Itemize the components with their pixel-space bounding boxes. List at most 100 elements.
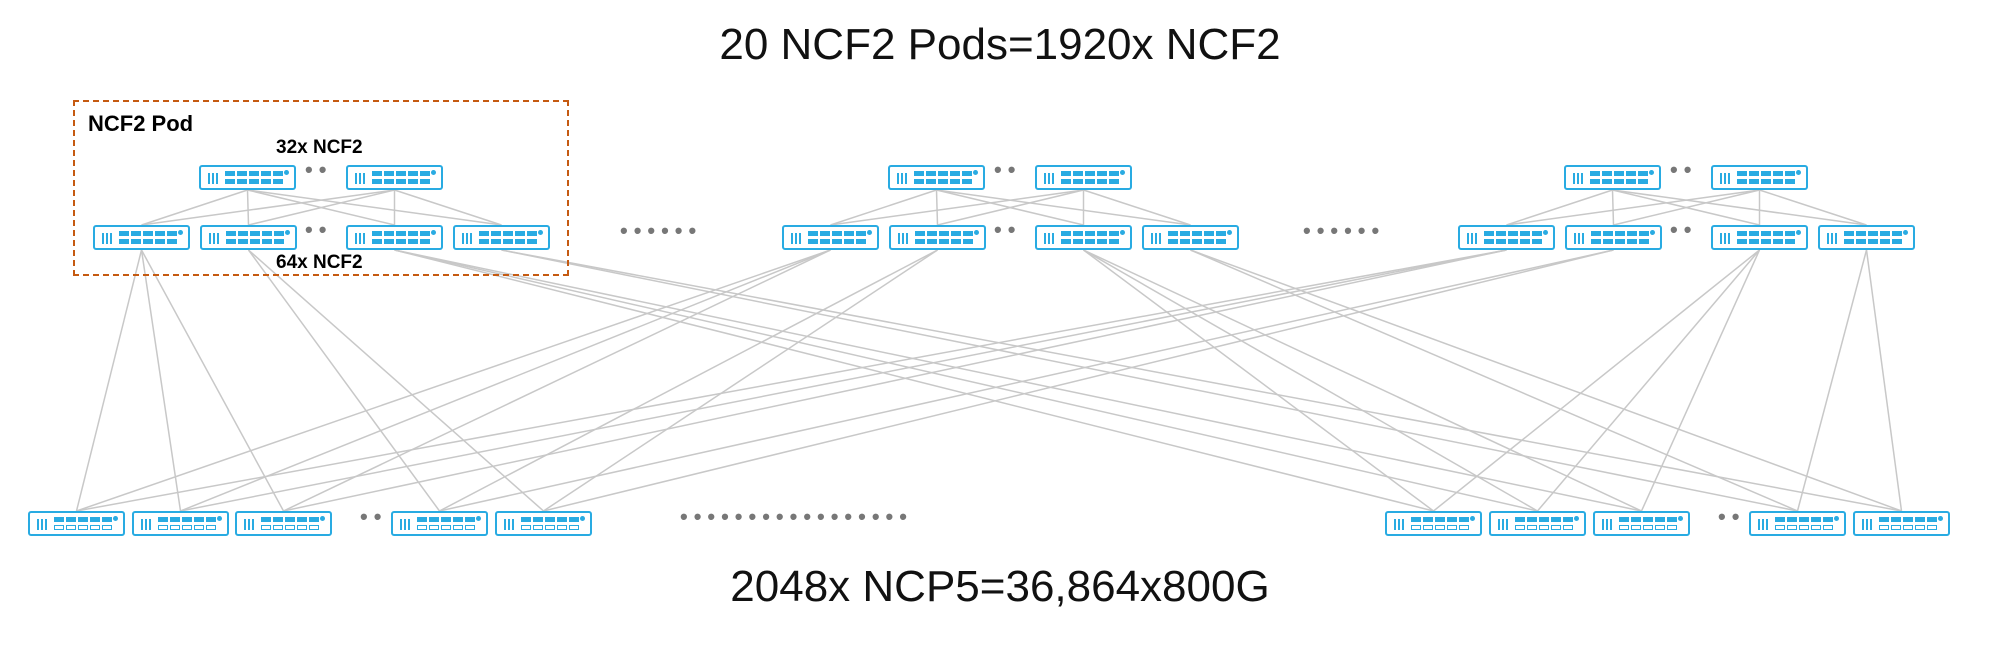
link-line <box>1796 249 1868 512</box>
switch-ports-icon <box>1737 231 1795 244</box>
switch-bars-icon <box>1827 233 1837 244</box>
link-line <box>248 189 395 226</box>
switch-led-icon <box>1543 230 1548 235</box>
leaf-switch <box>1711 225 1808 250</box>
switch-ports-icon <box>1775 517 1833 530</box>
link-line <box>1613 189 1760 226</box>
pod-ellipsis: •••••• <box>620 218 703 243</box>
switch-bars-icon <box>1720 173 1730 184</box>
switch-bars-icon <box>141 519 151 530</box>
leaf-ellipsis: •• <box>994 217 1022 242</box>
switch-ports-icon <box>417 517 475 530</box>
switch-led-icon <box>973 170 978 175</box>
switch-bars-icon <box>897 173 907 184</box>
link-line <box>248 249 544 512</box>
leaf-switch <box>1035 225 1132 250</box>
spine-switch <box>888 165 985 190</box>
switch-bars-icon <box>504 519 514 530</box>
switch-bars-icon <box>1574 233 1584 244</box>
link-line <box>830 189 937 226</box>
link-line <box>1759 189 1867 226</box>
switch-bars-icon <box>102 233 112 244</box>
switch-bars-icon <box>1720 233 1730 244</box>
switch-bars-icon <box>37 519 47 530</box>
switch-bars-icon <box>244 519 254 530</box>
ncp5-switch <box>1593 511 1690 536</box>
link-line <box>543 249 1614 512</box>
switch-led-icon <box>113 516 118 521</box>
link-line <box>439 249 938 512</box>
link-line <box>1083 189 1191 226</box>
link-line <box>1612 189 1867 226</box>
link-line <box>830 189 1084 226</box>
switch-led-icon <box>476 516 481 521</box>
switch-ports-icon <box>1411 517 1469 530</box>
switch-bars-icon <box>462 233 472 244</box>
spine-ellipsis: •• <box>1670 157 1698 182</box>
ncp5-switch <box>495 511 592 536</box>
link-line <box>141 189 395 226</box>
spine-switch <box>1711 165 1808 190</box>
ncp5-switch <box>235 511 332 536</box>
link-line <box>394 249 1434 512</box>
switch-led-icon <box>320 516 325 521</box>
link-line <box>1536 249 1761 512</box>
switch-ports-icon <box>1590 171 1648 184</box>
switch-bars-icon <box>1862 519 1872 530</box>
leaf-switch <box>889 225 986 250</box>
ncp5-switch <box>1385 511 1482 536</box>
switch-bars-icon <box>791 233 801 244</box>
switch-bars-icon <box>1758 519 1768 530</box>
switch-led-icon <box>580 516 585 521</box>
switch-ports-icon <box>808 231 866 244</box>
link-line <box>283 249 1507 512</box>
switch-ports-icon <box>226 231 284 244</box>
link-line <box>1506 189 1760 226</box>
switch-ports-icon <box>372 231 430 244</box>
leaf-switch <box>93 225 190 250</box>
switch-ports-icon <box>1879 517 1937 530</box>
switch-led-icon <box>1227 230 1232 235</box>
switch-ports-icon <box>1515 517 1573 530</box>
link-line <box>394 249 1538 512</box>
link-line <box>394 189 502 226</box>
ncp-ellipsis: •• <box>1718 504 1746 529</box>
spine-ellipsis: •• <box>994 157 1022 182</box>
spine-switch <box>1564 165 1661 190</box>
spine-ellipsis: •• <box>305 157 333 182</box>
switch-led-icon <box>431 170 436 175</box>
switch-bars-icon <box>209 233 219 244</box>
switch-led-icon <box>1649 170 1654 175</box>
switch-bars-icon <box>898 233 908 244</box>
switch-bars-icon <box>1602 519 1612 530</box>
link-line <box>247 189 502 226</box>
switch-bars-icon <box>208 173 218 184</box>
link-line <box>76 249 1507 512</box>
switch-led-icon <box>1938 516 1943 521</box>
switch-bars-icon <box>355 173 365 184</box>
leaf-switch <box>782 225 879 250</box>
pod-ellipsis: •••••• <box>1303 218 1386 243</box>
switch-ports-icon <box>225 171 283 184</box>
pod-label: NCF2 Pod <box>88 111 194 136</box>
switch-ports-icon <box>372 171 430 184</box>
switch-ports-icon <box>521 517 579 530</box>
switch-bars-icon <box>1498 519 1508 530</box>
ncp-ellipsis: •• <box>360 504 388 529</box>
link-line <box>936 189 1191 226</box>
link-line <box>937 189 1084 226</box>
switch-bars-icon <box>1151 233 1161 244</box>
switch-led-icon <box>1120 170 1125 175</box>
link-line <box>140 249 182 512</box>
diagram-footer: 2048x NCP5=36,864x800G <box>730 562 1270 611</box>
leaf-switch <box>1565 225 1662 250</box>
link-line <box>394 249 1642 512</box>
switch-bars-icon <box>1044 173 1054 184</box>
ncp5-switch <box>391 511 488 536</box>
link-line <box>76 249 831 512</box>
switch-ports-icon <box>1844 231 1902 244</box>
switch-led-icon <box>1903 230 1908 235</box>
switch-led-icon <box>867 230 872 235</box>
switch-ports-icon <box>1061 231 1119 244</box>
switch-ports-icon <box>119 231 177 244</box>
